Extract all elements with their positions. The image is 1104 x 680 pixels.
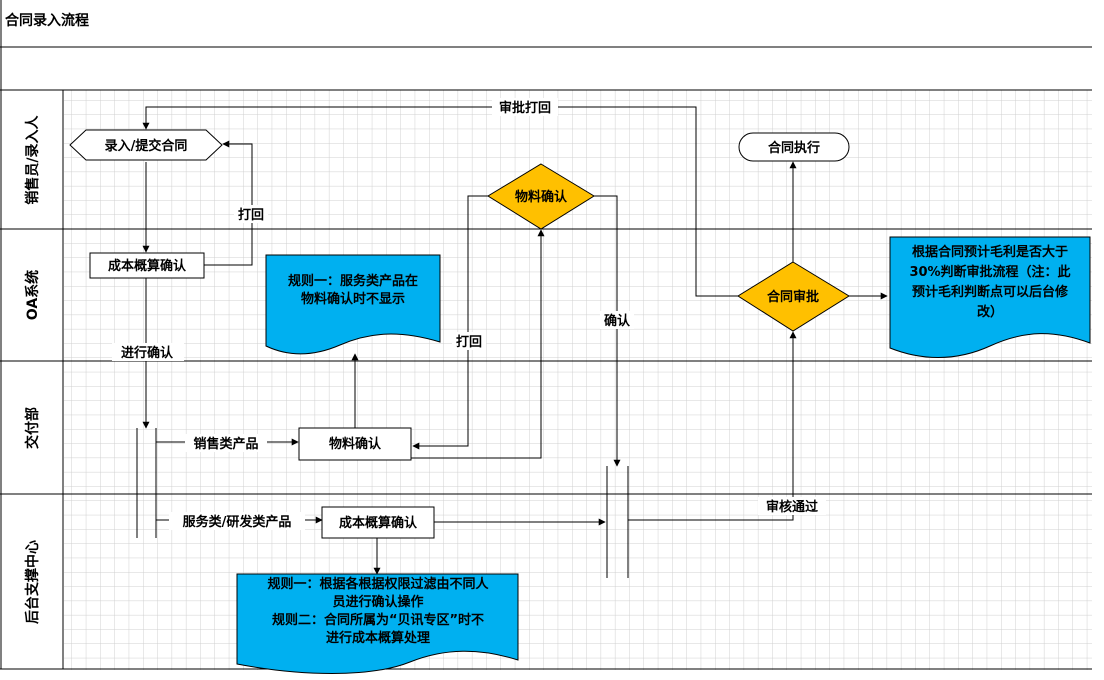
connectors [136,106,888,578]
node-cost-estimate-backend-label: 成本概算确认 [339,515,418,531]
note-rule-margin-line-4: 改） [977,304,1003,320]
node-material-confirm: 物料确认 [298,427,412,461]
node-submit-contract: 录入/提交合同 [69,129,223,161]
node-cost-estimate-oa: 成本概算确认 [89,252,205,279]
label-proceed-confirm: 进行确认 [121,345,174,361]
lane-label-backend: 后台支撑中心 [24,540,41,624]
note-rule-backend: 规则一：根据各根据权限过滤由不同人 员进行确认操作 规则二：合同所属为“贝讯专区… [236,573,519,674]
edge-labels: 审批打回 打回 进行确认 打回 确认 销售类产品 服务类/研发类产品 审核通过 [112,98,826,530]
lane-label-delivery: 交付部 [24,407,41,449]
note-rule-oa: 规则一：服务类产品在 物料确认时不显示 [265,254,441,355]
node-material-confirm-label: 物料确认 [329,436,382,452]
decision-material-confirm: 物料确认 [487,163,595,230]
grid-background [64,90,1092,670]
note-rule-oa-line-2: 物料确认时不显示 [301,291,405,307]
note-rule-margin-line-1: 根据合同预计毛利是否大于 [912,244,1068,260]
lane-label-oa: OA系统 [24,270,41,320]
note-rule-oa-line-1: 规则一：服务类产品在 [288,273,418,289]
label-service-products: 服务类/研发类产品 [183,514,292,530]
label-reject-2: 打回 [456,334,482,350]
decision-material-confirm-label: 物料确认 [515,189,568,205]
lane-label-sales: 销售员/录入人 [24,114,41,204]
node-cost-estimate-oa-label: 成本概算确认 [108,258,187,274]
decision-contract-approval-label: 合同审批 [767,289,819,305]
terminal-contract-execute: 合同执行 [738,132,850,162]
node-submit-contract-label: 录入/提交合同 [105,138,188,154]
label-confirm: 确认 [604,313,631,329]
note-rule-backend-line-1: 规则一：根据各根据权限过滤由不同人 [267,576,489,592]
label-reject-1: 打回 [238,207,264,223]
note-rule-backend-line-3: 规则二：合同所属为“贝讯专区”时不 [272,612,484,628]
terminal-contract-execute-label: 合同执行 [768,140,820,156]
note-rule-margin-line-2: 30%判断审批流程（注：此 [909,264,1070,280]
page-title: 合同录入流程 [5,12,89,29]
decision-contract-approval: 合同审批 [737,261,850,332]
note-rule-backend-line-2: 员进行确认操作 [332,594,423,610]
note-rule-backend-line-4: 进行成本概算处理 [326,630,430,646]
note-rule-margin-line-3: 预计毛利判断点可以后台修 [912,284,1069,300]
note-rule-margin: 根据合同预计毛利是否大于 30%判断审批流程（注：此 预计毛利判断点可以后台修 … [889,236,1091,358]
label-audit-pass: 审核通过 [766,499,818,515]
node-cost-estimate-backend: 成本概算确认 [321,506,435,539]
label-approval-reject: 审批打回 [499,100,551,116]
label-sales-products: 销售类产品 [193,436,258,452]
